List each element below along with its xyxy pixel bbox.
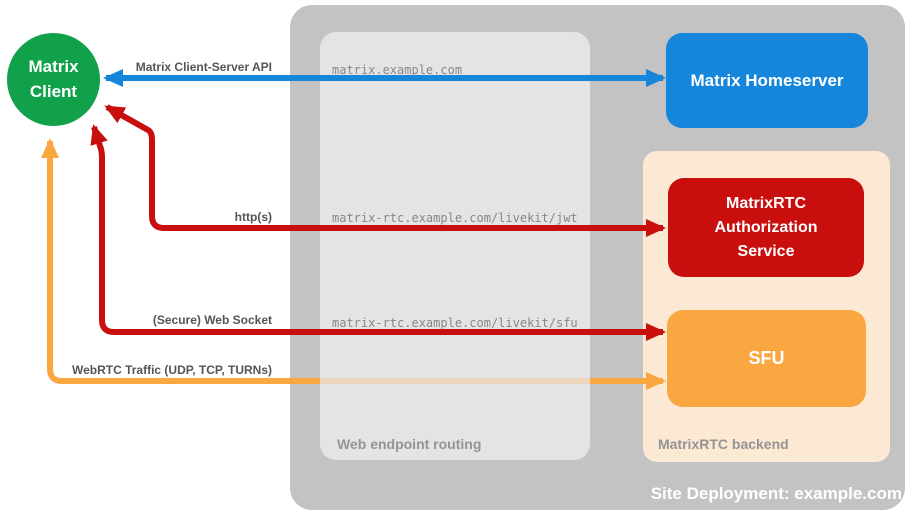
web-endpoint-routing-container <box>320 32 590 460</box>
matrix-homeserver-label: Matrix Homeserver <box>690 70 844 90</box>
matrix-client-label: Matrix Client <box>28 56 79 101</box>
https-arrow-label: http(s) <box>234 210 272 224</box>
webrtc-traffic-arrow-label: WebRTC Traffic (UDP, TCP, TURNs) <box>71 363 272 377</box>
matrixrtc-authorization-service-node: MatrixRTC Authorization Service <box>668 178 864 277</box>
matrixrtc-backend-caption: MatrixRTC backend <box>658 436 789 452</box>
web-socket-arrow-label: (Secure) Web Socket <box>152 313 272 327</box>
site-deployment-caption: Site Deployment: example.com <box>650 484 902 503</box>
sfu-label: SFU <box>748 348 785 368</box>
endpoint-label-homeserver: matrix.example.com <box>332 63 463 77</box>
webrtc-traffic-arrow-client-segment <box>41 138 320 384</box>
endpoint-label-livekit-sfu: matrix-rtc.example.com/livekit/sfu <box>332 316 578 330</box>
client-server-api-arrow-label: Matrix Client-Server API <box>135 60 272 74</box>
matrix-homeserver-node: Matrix Homeserver <box>666 33 868 128</box>
matrixrtc-authorization-service-label: MatrixRTC Authorization Service <box>714 194 818 260</box>
sfu-node: SFU <box>667 310 866 407</box>
web-endpoint-routing-caption: Web endpoint routing <box>337 436 482 452</box>
endpoint-label-livekit-jwt: matrix-rtc.example.com/livekit/jwt <box>332 211 578 225</box>
matrix-client-node: Matrix Client <box>7 33 100 126</box>
